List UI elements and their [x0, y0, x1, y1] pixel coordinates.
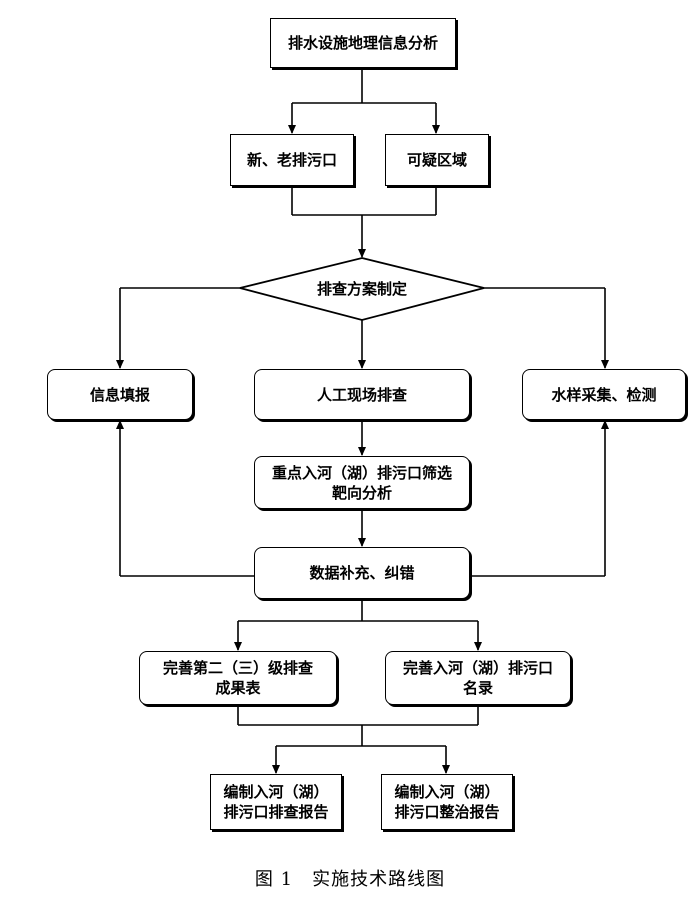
node-field-survey-label: 人工现场排查	[316, 385, 407, 404]
node-field-survey: 人工现场排查	[254, 369, 470, 420]
node-key-outfall-screening-label: 重点入河（湖）排污口筛选 靶向分析	[271, 463, 452, 502]
node-gis-analysis-label: 排水设施地理信息分析	[287, 34, 438, 52]
node-water-sampling-label: 水样采集、检测	[551, 385, 657, 404]
decision-plan-label: 排查方案制定	[316, 279, 407, 298]
node-suspicious-area: 可疑区域	[385, 134, 489, 186]
node-remediation-report-label: 编制入河（湖） 排污口整治报告	[394, 783, 500, 821]
node-survey-report-label: 编制入河（湖） 排污口排查报告	[223, 783, 329, 821]
node-outfalls: 新、老排污口	[230, 134, 354, 186]
node-suspicious-area-label: 可疑区域	[406, 151, 467, 169]
node-gis-analysis: 排水设施地理信息分析	[270, 18, 456, 68]
decision-plan: 排查方案制定	[262, 272, 462, 304]
node-data-correction-label: 数据补充、纠错	[309, 564, 415, 582]
node-data-correction: 数据补充、纠错	[254, 547, 470, 599]
node-info-report: 信息填报	[47, 369, 193, 420]
figure-caption: 图 1 实施技术路线图	[254, 869, 446, 890]
node-outfalls-label: 新、老排污口	[246, 151, 337, 169]
node-outfall-list: 完善入河（湖）排污口 名录	[385, 651, 571, 705]
node-result-table: 完善第二（三）级排查 成果表	[139, 651, 337, 705]
node-result-table-label: 完善第二（三）级排查 成果表	[162, 659, 313, 697]
node-remediation-report: 编制入河（湖） 排污口整治报告	[381, 774, 513, 830]
node-survey-report: 编制入河（湖） 排污口排查报告	[210, 774, 342, 830]
node-key-outfall-screening: 重点入河（湖）排污口筛选 靶向分析	[254, 456, 470, 509]
node-water-sampling: 水样采集、检测	[522, 369, 686, 420]
node-info-report-label: 信息填报	[89, 385, 150, 404]
node-outfall-list-label: 完善入河（湖）排污口 名录	[402, 659, 553, 697]
